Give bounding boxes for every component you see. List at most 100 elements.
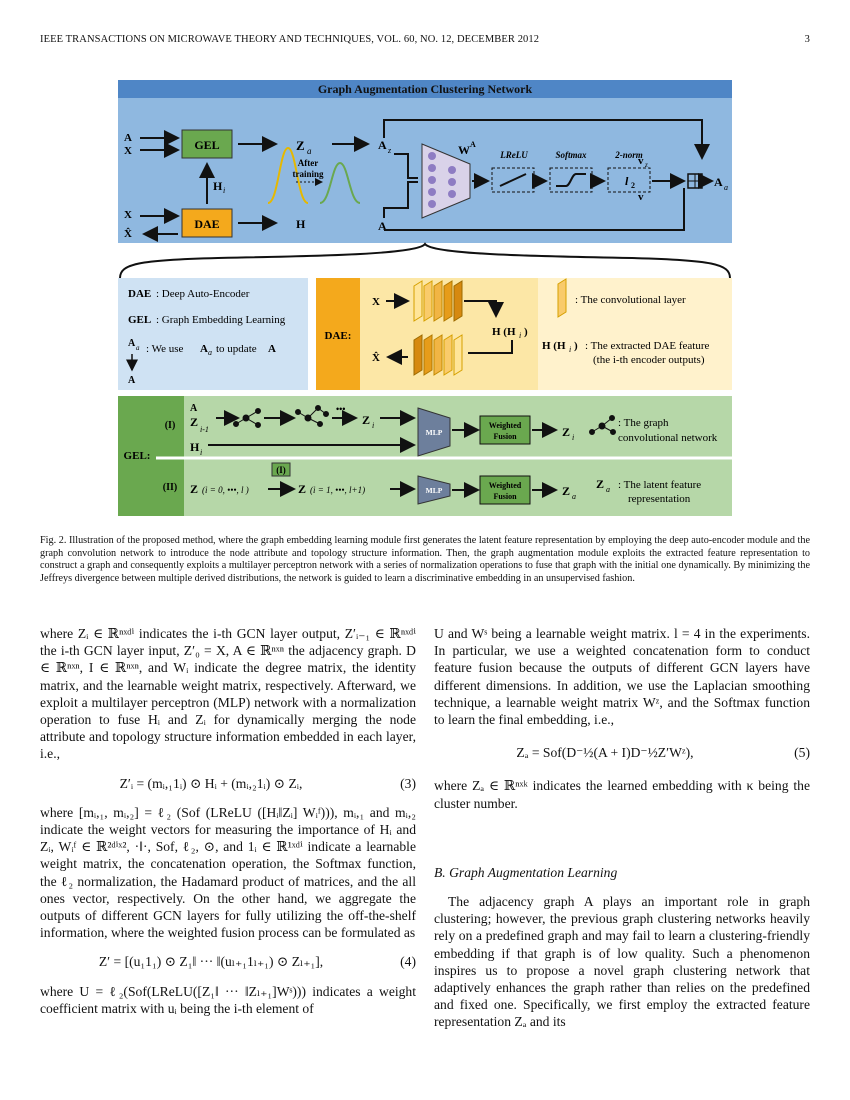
svg-text:training: training — [292, 169, 324, 179]
equation-body: Zₐ = Sof(D⁻½(A + I)D⁻½Z′Wᶻ), — [516, 745, 694, 761]
svg-text:i: i — [519, 331, 521, 340]
figure-title-bar — [118, 80, 732, 98]
input-X: X — [124, 145, 132, 157]
svg-text:(I): (I) — [276, 465, 286, 475]
svg-text:a: a — [136, 344, 140, 352]
svg-text:i: i — [572, 433, 574, 442]
output-Xhat: X̂ — [124, 227, 132, 240]
svg-text:Z: Z — [562, 484, 570, 498]
gel-box-label: GEL — [194, 138, 219, 152]
svg-text:H (H: H (H — [492, 326, 516, 338]
conv-layer-icon — [557, 278, 567, 318]
svg-text:a: a — [307, 146, 312, 156]
svg-text:v: v — [638, 155, 644, 167]
svg-text:H (H: H (H — [542, 340, 566, 352]
svg-text:MLP: MLP — [426, 428, 443, 437]
paragraph: where Zᵢ ∈ ℝⁿˣᵈⁱ indicates the i-th GCN … — [40, 626, 416, 762]
figure-title: Graph Augmentation Clustering Network — [318, 82, 533, 96]
svg-text:A: A — [128, 375, 136, 386]
section-heading: B. Graph Augmentation Learning — [434, 864, 618, 880]
svg-text:Fusion: Fusion — [493, 492, 517, 501]
svg-text:representation: representation — [628, 493, 691, 505]
dae-box — [181, 208, 233, 238]
mlp-block-1 — [417, 407, 451, 457]
svg-text:Z: Z — [190, 482, 198, 496]
svg-text:A: A — [378, 219, 387, 233]
brace — [119, 242, 731, 279]
svg-text:Z: Z — [296, 138, 305, 153]
gel-section-label-box — [118, 396, 156, 516]
svg-text:z: z — [387, 146, 392, 155]
svg-text:i-1: i-1 — [200, 425, 209, 434]
svg-text:): ) — [574, 340, 578, 352]
l2-icon — [607, 167, 651, 193]
svg-text:Weighted: Weighted — [489, 421, 522, 430]
encoder-layers-icon — [413, 280, 463, 322]
input-A: A — [124, 132, 132, 144]
svg-text:: We use: : We use — [146, 343, 184, 355]
paragraph: The adjacency graph A plays an important… — [434, 894, 810, 1030]
dae-legend — [538, 278, 732, 390]
svg-text:i: i — [372, 421, 374, 430]
svg-text:Weighted: Weighted — [489, 481, 522, 490]
svg-text:(II): (II) — [163, 482, 177, 493]
gcn-icon — [233, 408, 261, 428]
gel-box — [181, 129, 233, 159]
svg-text:A: A — [378, 138, 387, 152]
equation-5: Zₐ = Sof(D⁻½(A + I)D⁻½Z′Wᶻ), (5) — [434, 744, 810, 761]
svg-text:i: i — [223, 186, 225, 195]
svg-text:A: A — [190, 403, 198, 414]
dae-section-label: DAE: — [325, 330, 352, 342]
svg-text:(the i-th encoder outputs): (the i-th encoder outputs) — [593, 354, 705, 366]
svg-text:Fusion: Fusion — [493, 432, 517, 441]
svg-text:: Graph Embedding Learning: : Graph Embedding Learning — [156, 314, 286, 326]
svg-text:MLP: MLP — [426, 486, 443, 495]
lrelu-icon — [491, 167, 535, 193]
weighted-fusion-block-1 — [479, 415, 531, 445]
decoder-layers-icon — [413, 334, 463, 376]
svg-text:X: X — [372, 296, 380, 308]
svg-text:l: l — [625, 174, 629, 188]
svg-text:H: H — [213, 179, 223, 193]
svg-text:: The convolutional layer: : The convolutional layer — [575, 294, 686, 306]
svg-text:a: a — [208, 348, 212, 357]
equation-body: Z′ = [(u₁1₁) ⊙ Z₁‖ ··· ‖(uₗ₊₁1ₗ₊₁) ⊙ Zₗ₊… — [98, 954, 324, 970]
svg-text:i: i — [569, 345, 571, 354]
svg-text:DAE: DAE — [128, 288, 151, 300]
equation-number: (3) — [400, 775, 416, 791]
svg-text:: The extracted DAE feature: : The extracted DAE feature — [585, 340, 710, 352]
svg-text:H: H — [296, 217, 306, 231]
network-icon — [421, 143, 471, 219]
equation-body: Z′ᵢ = (mᵢ,₁1ᵢ) ⊙ Hᵢ + (mᵢ,₂1ᵢ) ⊙ Zᵢ, — [119, 775, 303, 791]
method-figure: Graph Augmentation Clustering Network A … — [118, 80, 732, 516]
op-softmax-label: Softmax — [555, 150, 587, 160]
right-column: U and Wˢ being a learnable weight matrix… — [434, 625, 810, 1031]
svg-text:convolutional network: convolutional network — [618, 432, 718, 444]
equation-3: Z′ᵢ = (mᵢ,₁1ᵢ) ⊙ Hᵢ + (mᵢ,₂1ᵢ) ⊙ Zᵢ, (3) — [40, 775, 416, 792]
svg-text:GEL: GEL — [128, 314, 151, 326]
svg-text:A: A — [470, 140, 476, 149]
svg-text:i: i — [200, 448, 202, 457]
svg-text:W: W — [458, 143, 470, 157]
svg-text:A: A — [128, 338, 136, 349]
dae-box-label: DAE — [194, 217, 219, 231]
svg-text:a: a — [572, 492, 576, 501]
svg-text:Z: Z — [362, 413, 370, 427]
left-column: where Zᵢ ∈ ℝⁿˣᵈⁱ indicates the i-th GCN … — [40, 625, 416, 1017]
svg-text:Z: Z — [298, 482, 306, 496]
svg-text:After: After — [298, 158, 318, 168]
paragraph: where Zₐ ∈ ℝⁿˣᵏ indicates the learned em… — [434, 778, 810, 811]
gel-section-label: GEL: — [124, 450, 151, 462]
journal-header: IEEE TRANSACTIONS ON MICROWAVE THEORY AN… — [40, 34, 540, 45]
dae-section-label-box — [316, 278, 360, 390]
svg-text:): ) — [524, 326, 528, 338]
gcn-legend-icon — [589, 415, 616, 435]
figure-caption: Fig. 2. Illustration of the proposed met… — [40, 535, 810, 584]
svg-text:(i = 1, •••, l+1): (i = 1, •••, l+1) — [310, 485, 365, 495]
legend-box — [118, 278, 308, 390]
svg-text:A: A — [714, 175, 723, 189]
svg-text:•••: ••• — [336, 404, 345, 414]
mlp-block-2 — [417, 475, 451, 505]
op-2norm-label: 2-norm — [614, 150, 643, 160]
svg-text:(I): (I) — [165, 420, 176, 431]
